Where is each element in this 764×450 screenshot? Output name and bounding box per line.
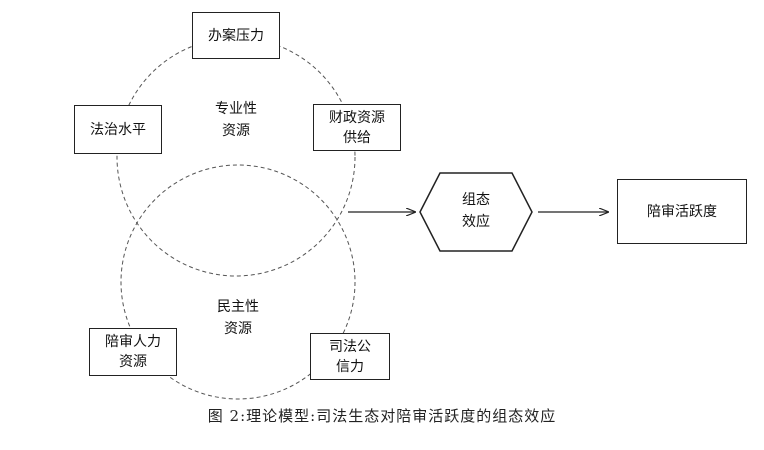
- democratic-resources-label: 民主性 资源: [217, 299, 259, 337]
- case-pressure-box: 办案压力: [192, 12, 280, 59]
- judicial-credibility-box: 司法公 信力: [310, 333, 390, 380]
- jury-activity-box: 陪审活跃度: [617, 179, 747, 244]
- configuration-effect-hexagon: [419, 172, 533, 252]
- configuration-effect-label: 组态 效应: [462, 192, 490, 230]
- figure-caption: 图 2:理论模型:司法生态对陪审活跃度的组态效应: [207, 407, 557, 425]
- professional-resources-label: 专业性 资源: [215, 101, 257, 139]
- rule-of-law-box: 法治水平: [74, 105, 162, 154]
- professional-resources-circle: [116, 37, 356, 277]
- financial-resources-box: 财政资源 供给: [313, 104, 401, 151]
- democratic-resources-circle: [120, 164, 356, 400]
- juror-human-resources-box: 陪审人力 资源: [89, 328, 177, 376]
